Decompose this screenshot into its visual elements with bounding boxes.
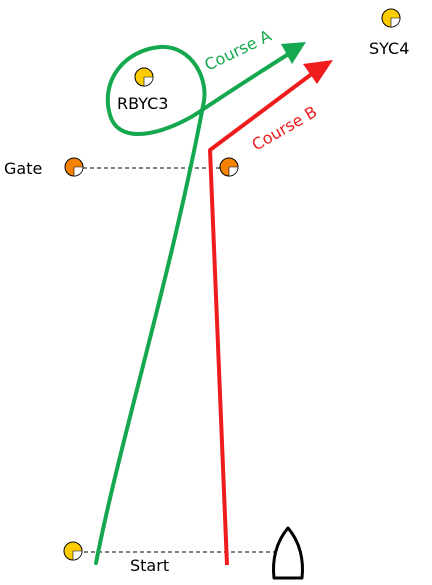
mark-gate-right: [219, 157, 239, 177]
mark-gate-left: [64, 157, 84, 177]
mark-syc4: [381, 8, 401, 28]
course-a-path: [94, 44, 289, 565]
label-gate: Gate: [4, 159, 42, 178]
label-rbyc3: RBYC3: [117, 94, 168, 113]
course-a-arrowhead: [281, 42, 306, 64]
course-b-arrowhead: [303, 60, 333, 84]
label-course-a: Course A: [201, 26, 274, 75]
label-start: Start: [130, 556, 169, 575]
label-syc4: SYC4: [369, 39, 409, 58]
mark-start-pin: [63, 541, 83, 561]
course-b-path: [208, 71, 315, 566]
label-course-b: Course B: [249, 102, 321, 154]
mark-rbyc3: [134, 67, 154, 87]
boat-icon: [272, 526, 304, 580]
